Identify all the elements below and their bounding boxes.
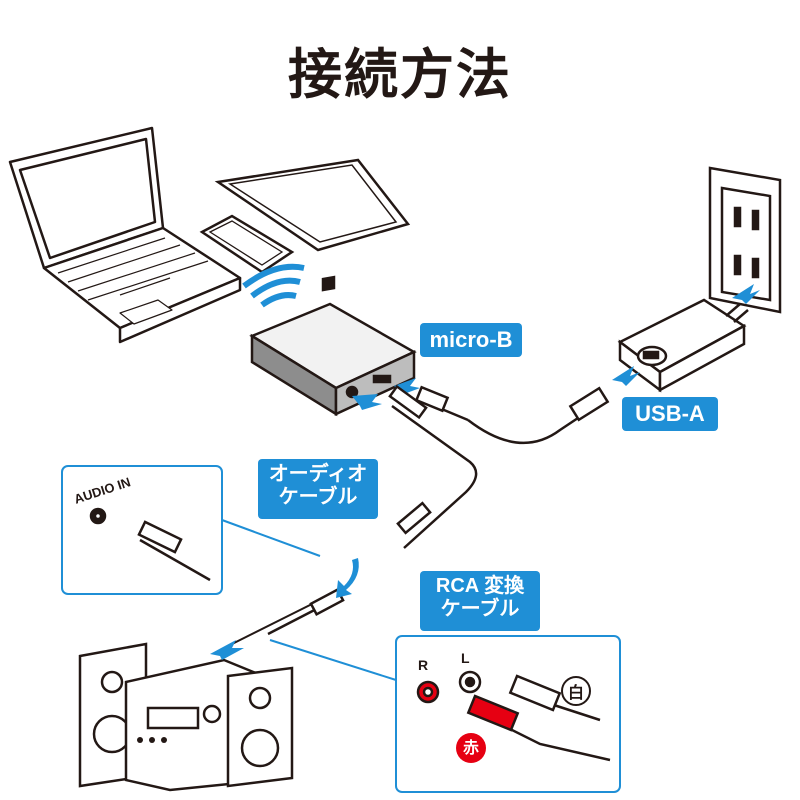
rca-cable-callout: RCA 変換 ケーブル — [420, 571, 540, 631]
stereo-system-icon — [78, 599, 321, 792]
micro-b-usb-cable — [414, 385, 610, 445]
red-plug-badge: 赤 — [456, 733, 486, 763]
audio-cable-callout: オーディオ ケーブル — [258, 459, 378, 519]
wall-outlet-icon — [708, 166, 782, 314]
rca-jacks — [416, 670, 611, 762]
laptop-icon — [8, 126, 242, 344]
bluetooth-receiver-icon — [249, 275, 417, 417]
audio-in-jack — [89, 507, 211, 582]
rca-l-label: L — [461, 650, 470, 666]
micro-b-callout: micro-B — [420, 323, 522, 357]
audio-cable-callout-line1: オーディオ — [268, 463, 368, 485]
rca-cable-callout-line1: RCA 変換 — [435, 575, 525, 597]
rca-cable-callout-line2: ケーブル — [440, 598, 520, 620]
smartphone-icon — [199, 214, 295, 274]
rca-cable — [267, 587, 345, 636]
usb-a-callout: USB-A — [622, 397, 718, 431]
rca-r-label: R — [418, 657, 429, 673]
wireless-signal-icon — [242, 263, 305, 308]
rca-detail-panel — [269, 635, 621, 793]
tablet-icon — [214, 158, 411, 252]
usb-ac-adapter-icon — [617, 298, 749, 393]
white-plug-badge: 白 — [561, 676, 591, 706]
audio-cable-callout-line2: ケーブル — [278, 486, 358, 508]
page-title: 接続方法 — [288, 43, 512, 106]
audio-cable — [388, 384, 478, 549]
direction-arrow — [210, 558, 359, 660]
